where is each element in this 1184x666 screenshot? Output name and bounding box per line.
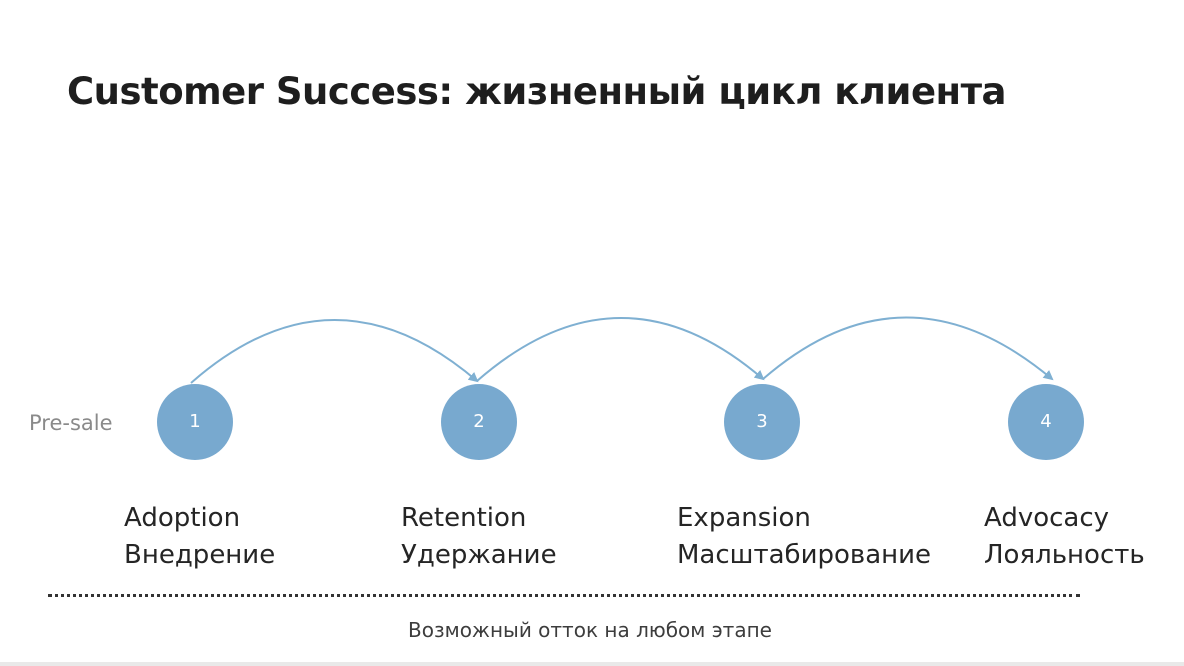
page-title: Customer Success: жизненный цикл клиента (67, 70, 1007, 113)
stage-node-4: 4 (1008, 384, 1084, 460)
stage-name-en: Expansion (677, 503, 811, 533)
arc-stage-2-to-3 (476, 317, 765, 382)
stage-node-1: 1 (157, 384, 233, 460)
stage-name-ru: Лояльность (984, 540, 1145, 570)
stage-label-expansion: Expansion Масштабирование (677, 500, 931, 574)
stage-label-advocacy: Advocacy Лояльность (984, 500, 1145, 574)
stage-name-ru: Удержание (401, 540, 557, 570)
stage-label-adoption: Adoption Внедрение (124, 500, 275, 574)
stage-node-3: 3 (724, 384, 800, 460)
churn-note: Возможный отток на любом этапе (408, 618, 772, 642)
presale-label: Pre-sale (29, 411, 113, 435)
arc-stage-3-to-4 (762, 316, 1054, 381)
arc-stage-1-to-2 (190, 319, 479, 384)
stage-name-en: Retention (401, 503, 527, 533)
stage-label-retention: Retention Удержание (401, 500, 557, 574)
stage-name-ru: Масштабирование (677, 540, 932, 570)
stage-node-2: 2 (441, 384, 517, 460)
dotted-divider (48, 594, 1080, 597)
stage-name-ru: Внедрение (124, 540, 276, 570)
stage-name-en: Advocacy (984, 503, 1110, 533)
stage-name-en: Adoption (124, 503, 241, 533)
